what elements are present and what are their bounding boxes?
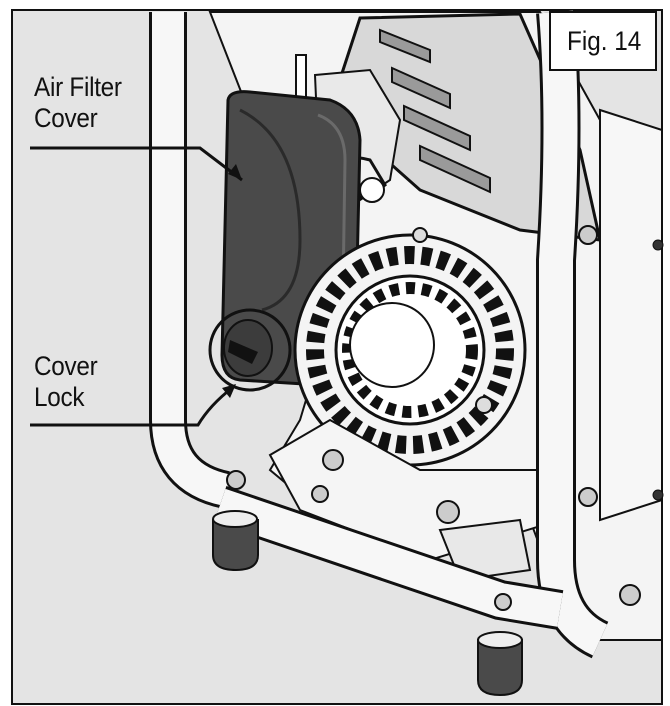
bolt [226,470,246,490]
cover-lock-label: Cover Lock [34,351,98,412]
bolt [619,584,641,606]
bolt [652,489,664,501]
bolt [652,239,664,251]
air-filter-cover-label: Air Filter Cover [34,72,122,133]
vent-panel [328,12,602,242]
leader-line-air-filter [30,146,243,182]
lock-highlight-circle [208,308,292,392]
bolt [322,449,344,471]
bolt [578,225,598,245]
figure-label: Fig. 14 [567,26,642,56]
recoil-starter [293,227,527,467]
bolt [578,487,598,507]
bolt [311,485,329,503]
bolt [494,593,512,611]
cover-lock-knob [223,319,273,377]
frame-foot-right [477,631,523,697]
figure-label-box: Fig. 14 [549,11,657,71]
bolt [436,500,460,524]
side-panel [599,108,663,522]
frame-foot-left [212,510,259,572]
